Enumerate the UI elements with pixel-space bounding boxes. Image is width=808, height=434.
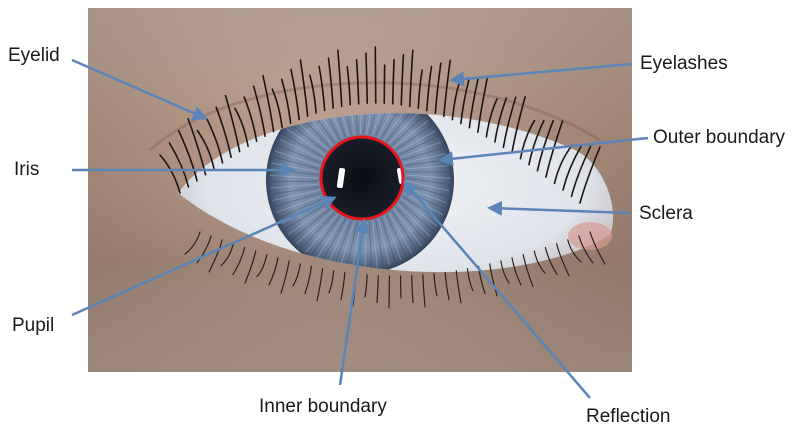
pupil-label: Pupil — [12, 315, 54, 337]
sclera-label: Sclera — [639, 203, 693, 225]
eye-photo — [88, 8, 632, 372]
inner-boundary-label: Inner boundary — [259, 396, 387, 418]
iris-label: Iris — [14, 159, 39, 181]
eyelashes-label: Eyelashes — [640, 53, 728, 75]
eyelid-label: Eyelid — [8, 45, 60, 67]
reflection-label: Reflection — [586, 406, 671, 428]
outer-boundary-label: Outer boundary — [653, 127, 785, 149]
